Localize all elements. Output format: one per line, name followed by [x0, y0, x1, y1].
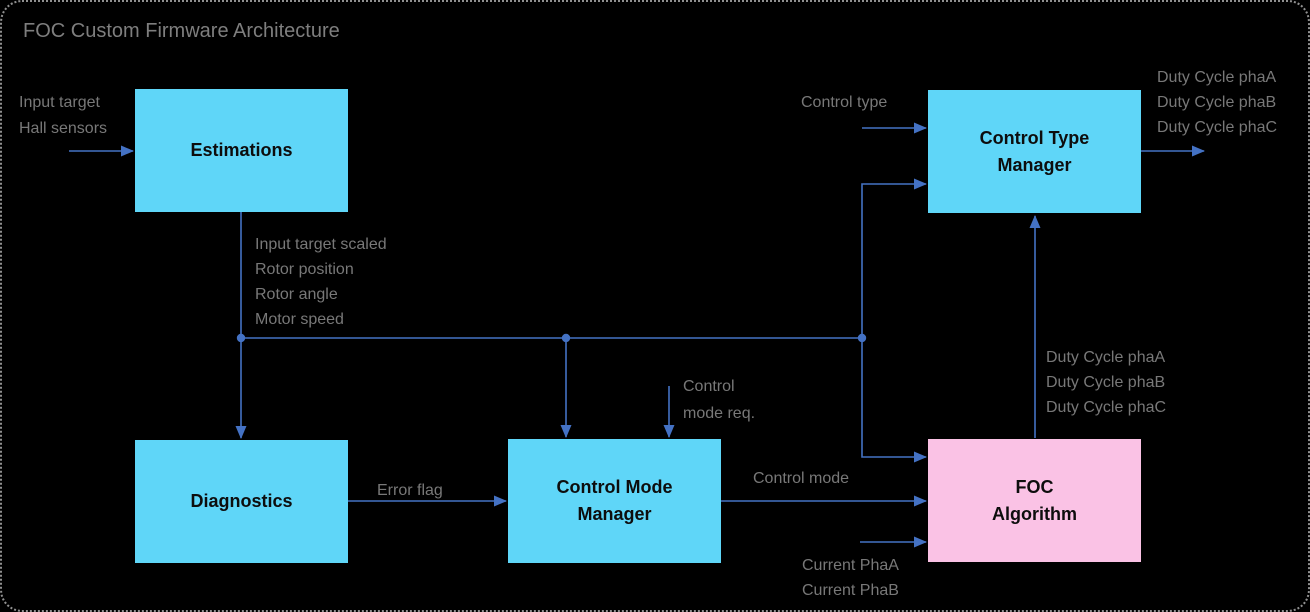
block-estimations: Estimations [135, 89, 348, 212]
junction-dot-middle [561, 333, 571, 343]
block-foc-algorithm-label-line1: FOC [1015, 476, 1054, 497]
block-control-type-manager: Control Type Manager [928, 90, 1141, 213]
label-duty-cycle-fb-phaA: Duty Cycle phaA [1046, 349, 1166, 366]
label-hall-sensors: Hall sensors [19, 120, 108, 137]
label-duty-cycle-out-phaC: Duty Cycle phaC [1157, 119, 1278, 136]
block-control-type-manager-label-line2: Manager [997, 154, 1072, 175]
label-current-phaB: Current PhaB [802, 582, 899, 599]
label-duty-cycle-out-phaB: Duty Cycle phaB [1157, 94, 1277, 111]
wire-bus-to-foc-algorithm [861, 338, 927, 463]
block-diagnostics: Diagnostics [135, 440, 348, 563]
block-control-mode-manager: Control Mode Manager [508, 439, 721, 563]
label-current-phaA: Current PhaA [802, 557, 899, 574]
label-control-mode-request: Control mode req. [683, 373, 755, 427]
label-input-target: Input target [19, 94, 100, 111]
label-duty-cycle-feedback: Duty Cycle phaA Duty Cycle phaB Duty Cyc… [1046, 345, 1166, 420]
label-input-target-scaled: Input target scaled [255, 236, 387, 253]
block-estimations-label: Estimations [190, 140, 293, 160]
label-duty-cycle-fb-phaB: Duty Cycle phaB [1046, 374, 1166, 391]
label-control-type: Control type [801, 94, 888, 111]
label-control-mode: Control mode [753, 470, 850, 487]
block-control-mode-manager-label-line2: Manager [577, 504, 652, 524]
label-error-flag: Error flag [377, 482, 443, 499]
label-duty-cycle-out-phaA: Duty Cycle phaA [1157, 69, 1277, 86]
label-duty-cycle-outputs: Duty Cycle phaA Duty Cycle phaB Duty Cyc… [1157, 65, 1277, 140]
label-rotor-position: Rotor position [255, 261, 354, 278]
label-input-signals: Input target Hall sensors [19, 90, 107, 142]
label-current-inputs: Current PhaA Current PhaB [802, 553, 899, 603]
block-foc-algorithm-label-line2: Algorithm [992, 503, 1077, 524]
block-control-mode-manager-label-line1: Control Mode [556, 477, 673, 497]
label-estimation-outputs: Input target scaled Rotor position Rotor… [255, 232, 387, 332]
label-duty-cycle-fb-phaC: Duty Cycle phaC [1046, 399, 1167, 416]
block-control-type-manager-label-line1: Control Type [979, 127, 1090, 148]
label-control-mode-request-line2: mode req. [683, 405, 756, 422]
junction-dot-left [236, 333, 246, 343]
label-motor-speed: Motor speed [255, 311, 344, 328]
diagram-title: FOC Custom Firmware Architecture [23, 20, 340, 42]
wire-bus-to-control-type-manager [861, 178, 927, 338]
label-control-mode-request-line1: Control [683, 378, 735, 395]
block-diagnostics-label: Diagnostics [190, 491, 293, 511]
junction-dot-right [857, 333, 867, 343]
block-foc-algorithm: FOC Algorithm [928, 439, 1141, 562]
label-rotor-angle: Rotor angle [255, 286, 338, 303]
